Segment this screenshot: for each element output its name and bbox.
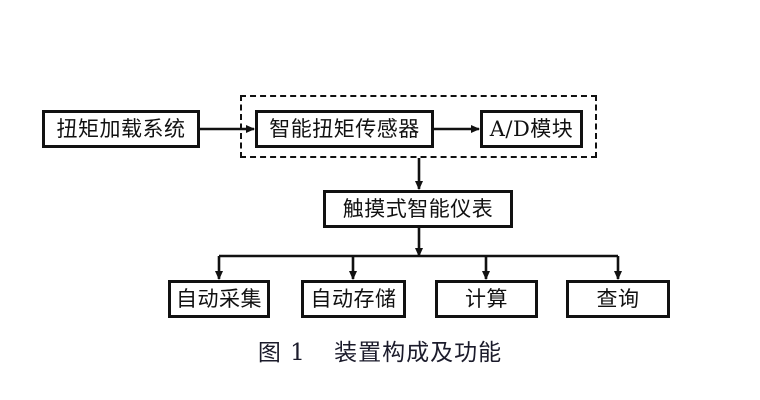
- figure-caption: 图 1 装置构成及功能: [0, 333, 760, 367]
- node-calculate[interactable]: 计算: [435, 280, 538, 318]
- node-torque-loading-system[interactable]: 扭矩加载系统: [42, 110, 200, 148]
- node-label-query: 查询: [596, 286, 640, 311]
- node-label-torque-loading-system: 扭矩加载系统: [56, 116, 186, 141]
- node-label-smart-torque-sensor: 智能扭矩传感器: [269, 116, 420, 141]
- node-auto-store[interactable]: 自动存储: [301, 280, 406, 318]
- node-query[interactable]: 查询: [566, 280, 670, 318]
- node-ad-module[interactable]: A/D模块: [480, 110, 583, 148]
- node-label-ad-module: A/D模块: [489, 116, 574, 141]
- node-label-touch-instrument: 触摸式智能仪表: [342, 196, 494, 221]
- caption-label: 图: [257, 340, 282, 366]
- node-smart-torque-sensor[interactable]: 智能扭矩传感器: [255, 110, 434, 148]
- node-label-auto-collect: 自动采集: [176, 286, 262, 311]
- node-touch-instrument[interactable]: 触摸式智能仪表: [323, 190, 513, 228]
- dashed-group-sensor-ad: [240, 95, 597, 158]
- node-label-calculate: 计算: [465, 286, 508, 311]
- caption-title: 装置构成及功能: [334, 340, 503, 366]
- node-auto-collect[interactable]: 自动采集: [168, 280, 270, 318]
- node-label-auto-store: 自动存储: [310, 286, 397, 311]
- caption-number: 1: [290, 340, 306, 366]
